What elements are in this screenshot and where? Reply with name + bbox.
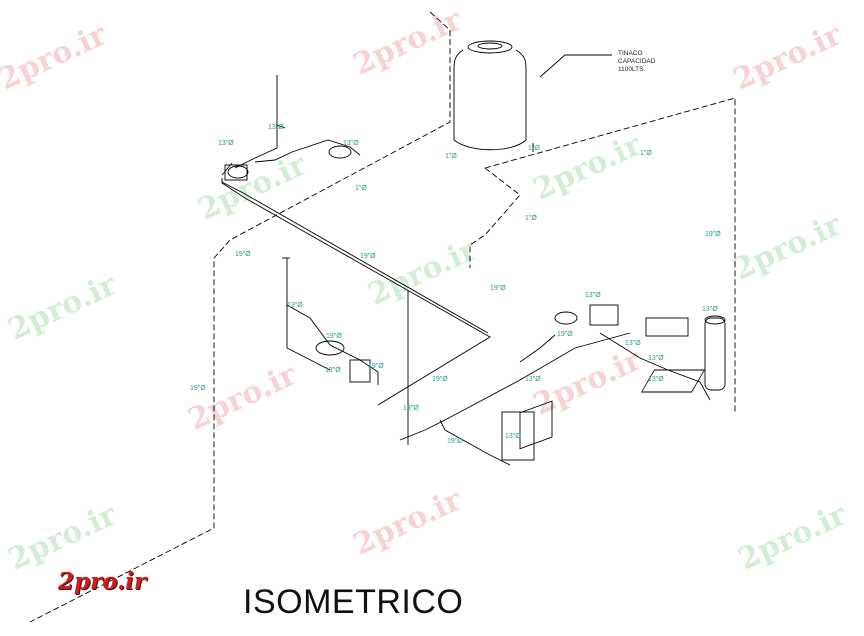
toilet-fixture: [224, 164, 248, 181]
heater-fixture: [704, 317, 726, 391]
pipe-label: 13"Ø: [505, 433, 521, 440]
fixtures: [224, 145, 726, 461]
pipe-label: 19"Ø: [368, 363, 384, 370]
basin-fixture: [315, 340, 345, 356]
pipe-label: 19"Ø: [190, 385, 206, 392]
pipe-label: 13"Ø: [625, 340, 641, 347]
pipe-label: 13"Ø: [585, 292, 601, 299]
tank-note-line: CAPACIDAD: [618, 58, 656, 65]
water-tank: [453, 40, 534, 152]
tank-note-line: 1100LTS.: [618, 66, 645, 73]
pipe-label: 19"Ø: [447, 438, 463, 445]
pipe-label: 13"Ø: [343, 140, 359, 147]
basin-fixture: [328, 145, 352, 159]
pipe-labels: 13"Ø 13"Ø 13"Ø 1"Ø 1"Ø 1"Ø 1"Ø 1"Ø 19"Ø …: [190, 124, 721, 445]
tank-note: TINACO CAPACIDAD 1100LTS.: [618, 50, 656, 73]
pipe-label: 13"Ø: [525, 376, 541, 383]
sink-fixture: [645, 317, 689, 337]
pipe-label: 19"Ø: [490, 285, 506, 292]
pipe-label: 1"Ø: [528, 145, 540, 152]
pipe-label: 1"Ø: [445, 153, 457, 160]
pipe-label: 19"Ø: [432, 376, 448, 383]
pipe-network: [221, 75, 711, 466]
pipe-label: 1"Ø: [355, 185, 367, 192]
pipe-label: 19"Ø: [235, 251, 251, 258]
pipe-label: 19"Ø: [326, 333, 342, 340]
pipe-label: 13"Ø: [648, 355, 664, 362]
pipe-label: 1"Ø: [525, 215, 537, 222]
basin-fixture: [554, 311, 578, 325]
pipe-label: 13"Ø: [648, 376, 664, 383]
tank-note-line: TINACO: [618, 50, 643, 57]
pipe-label: 19"Ø: [557, 331, 573, 338]
pipe-label: 19"Ø: [403, 405, 419, 412]
pipe-label: 13"Ø: [702, 306, 718, 313]
heater-fixture: [501, 411, 535, 461]
logo: 2pro.ir: [58, 568, 147, 595]
pipe-label: 1"Ø: [640, 150, 652, 157]
pipe-label: 13"Ø: [287, 302, 303, 309]
toilet-fixture: [349, 359, 371, 383]
pipe-label: 13"Ø: [218, 140, 234, 147]
pipe-label: 19"Ø: [360, 253, 376, 260]
toilet-fixture: [589, 304, 619, 326]
pipe-label: 13"Ø: [325, 367, 341, 374]
pipe-label: 19"Ø: [705, 231, 721, 238]
pipe-label: 13"Ø: [268, 124, 284, 131]
hidden-lines: [29, 11, 736, 623]
page-title: ISOMETRICO: [243, 583, 464, 621]
tank-note-leader: [539, 54, 612, 78]
